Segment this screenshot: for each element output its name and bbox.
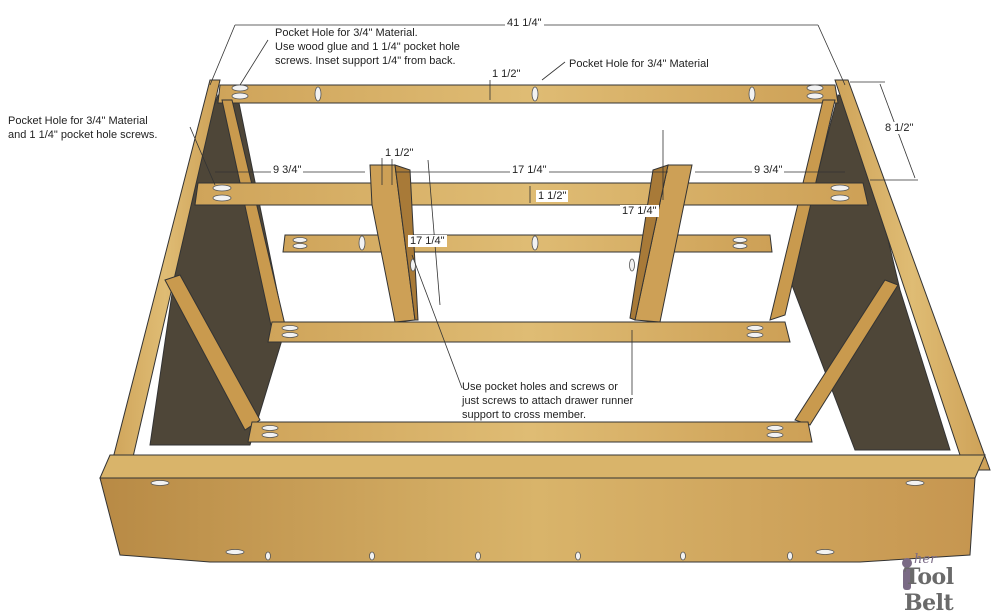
annotation-top-right: Pocket Hole for 3/4" Material [569, 58, 709, 70]
her-tool-belt-logo: her Tool Belt [874, 552, 994, 616]
middle-back-rail [282, 234, 773, 253]
front-panel-face [99, 477, 976, 563]
cabinet-diagram [99, 24, 991, 590]
top-front-rail [194, 182, 869, 206]
logo-figure-icon [902, 558, 912, 590]
logo-script-text: her [914, 552, 937, 567]
dim-back-rail-height: 1 1/2" [490, 68, 523, 80]
annotation-runner-note: Use pocket holes and screws or just scre… [462, 381, 634, 421]
annotation-top-left: Pocket Hole for 3/4" Material. Use wood … [275, 27, 460, 67]
back-rail [217, 84, 839, 104]
right-stile-front [794, 279, 899, 426]
dim-side-height: 8 1/2" [883, 122, 916, 134]
logo-main-text: Tool Belt [904, 564, 954, 616]
left-runner-support [369, 164, 416, 323]
annotation-side: Pocket Hole for 3/4" Material and 1 1/4"… [8, 115, 158, 141]
dim-front-rail-height: 1 1/2" [536, 190, 569, 202]
dim-runner-width: 1 1/2" [383, 147, 416, 159]
right-side-edge [834, 79, 991, 471]
front-panel-top [99, 454, 986, 479]
dim-center-gap: 17 1/4" [510, 164, 549, 176]
right-stile-back [769, 99, 836, 321]
dim-runner-length-right: 17 1/4" [620, 205, 659, 217]
left-runner-face [394, 164, 419, 321]
dim-runner-length-left: 17 1/4" [408, 235, 447, 247]
dim-right-gap: 9 3/4" [752, 164, 785, 176]
left-stile-front [164, 274, 261, 431]
dim-left-gap: 9 3/4" [271, 164, 304, 176]
middle-front-rail [267, 321, 791, 343]
bottom-rail [247, 421, 813, 443]
dim-overall-width: 41 1/4" [505, 17, 544, 29]
